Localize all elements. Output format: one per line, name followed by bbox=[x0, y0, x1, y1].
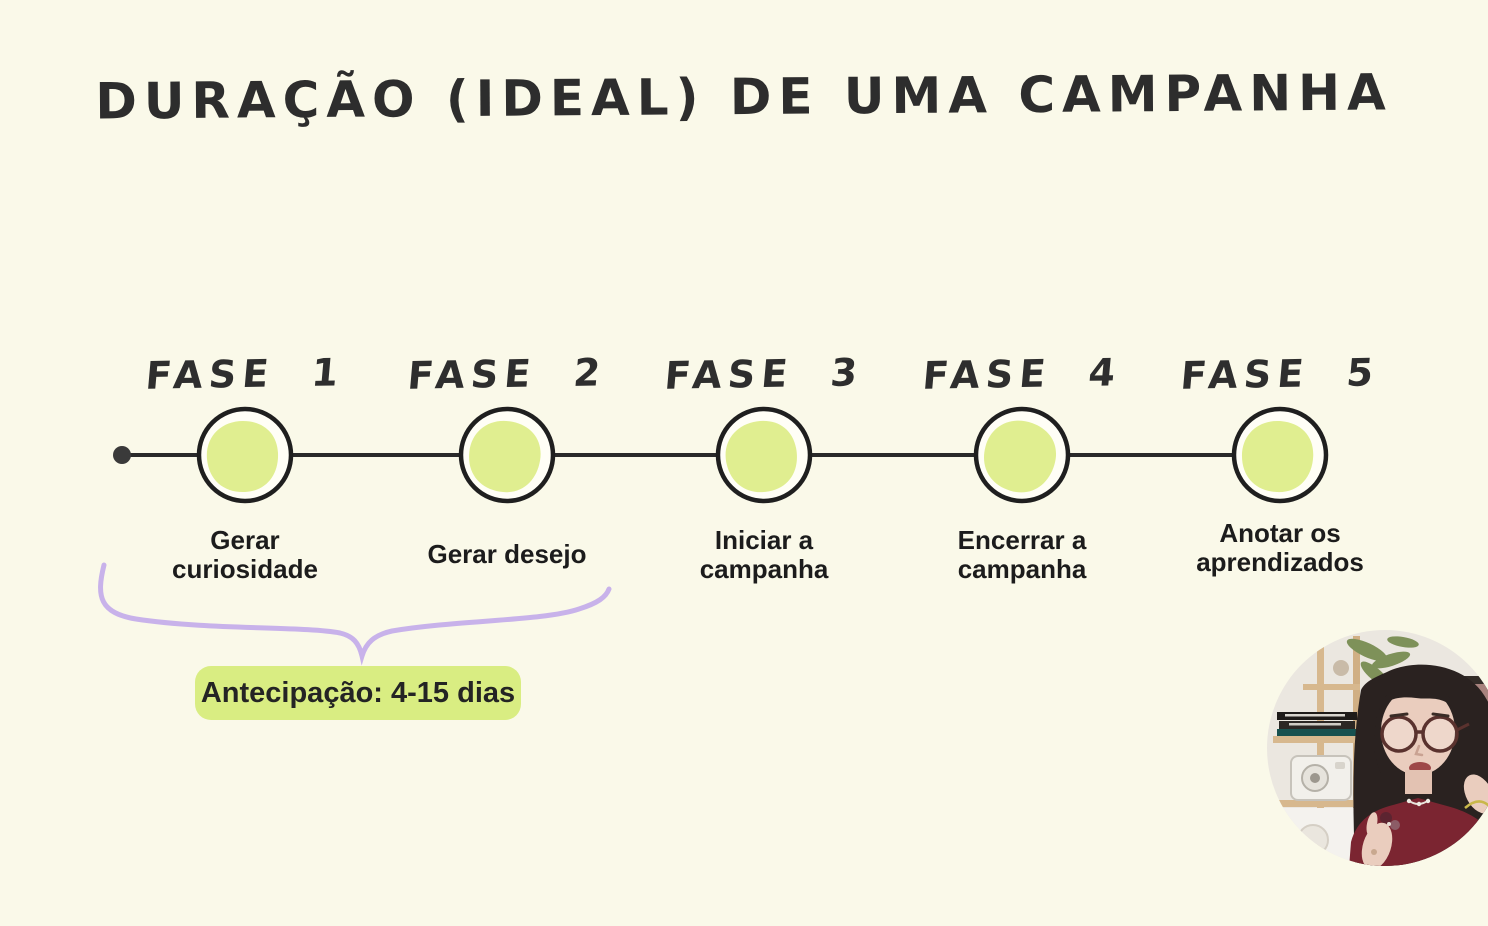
phase-description-5: Anotar os aprendizados bbox=[1196, 518, 1364, 577]
phase-label-2: FASE 2 bbox=[405, 350, 609, 398]
phase-node-1 bbox=[196, 406, 294, 504]
webcam-brooch bbox=[1380, 812, 1400, 830]
phase-node-3 bbox=[715, 406, 813, 504]
webcam-instax-camera bbox=[1290, 755, 1352, 801]
webcam-ornament bbox=[1333, 660, 1349, 676]
phase-description-1: Gerar curiosidade bbox=[172, 525, 318, 584]
phase-node-4 bbox=[973, 406, 1071, 504]
phase-label-1: FASE 1 bbox=[143, 350, 347, 398]
webcam-lower-shelf bbox=[1279, 808, 1355, 866]
phase-description-3: Iniciar a campanha bbox=[699, 525, 829, 584]
phase-description-2: Gerar desejo bbox=[427, 539, 587, 569]
annotation-brace bbox=[98, 562, 612, 666]
webcam-books bbox=[1277, 712, 1357, 736]
phase-label-4: FASE 4 bbox=[920, 350, 1124, 398]
phase-label-3: FASE 3 bbox=[662, 350, 866, 398]
presenter-video-circle bbox=[1267, 630, 1488, 866]
phase-node-5 bbox=[1231, 406, 1329, 504]
phase-description-4: Encerrar a campanha bbox=[957, 525, 1087, 584]
phase-label-5: FASE 5 bbox=[1178, 350, 1382, 398]
webcam-presenter bbox=[1349, 664, 1488, 866]
phase-node-2 bbox=[458, 406, 556, 504]
anticipation-highlight: Antecipação: 4-15 dias bbox=[195, 666, 521, 720]
timeline-start-dot bbox=[113, 446, 131, 464]
